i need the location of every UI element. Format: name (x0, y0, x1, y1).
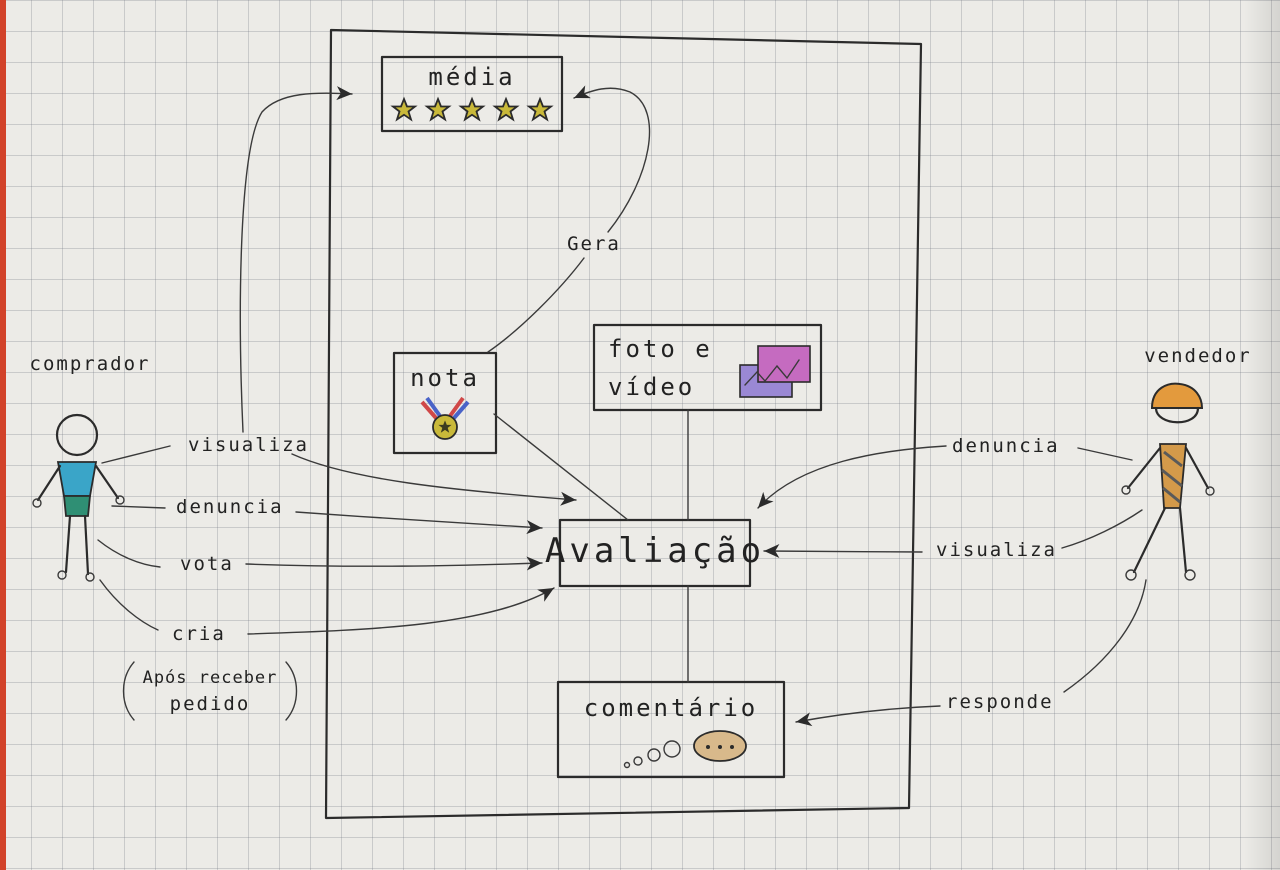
star-icon (392, 98, 416, 121)
gera-label: Gera (567, 233, 621, 255)
vendedor-responde-arrow (795, 705, 941, 727)
nota-label: nota (410, 364, 480, 392)
foto-video-box: foto e vídeo (592, 323, 823, 412)
media-box: média (380, 55, 564, 133)
media-gallery-icon (739, 345, 811, 398)
comprador-vota-arrow (245, 556, 543, 571)
note-line-2: pedido (170, 693, 251, 715)
paper-shadow-edge (1244, 0, 1280, 870)
vendedor-denuncia-label: denuncia (952, 435, 1060, 457)
nota-to-gera-line (487, 257, 585, 353)
star-icon (494, 98, 518, 121)
media-label: média (428, 63, 515, 91)
avaliacao-label: Avaliação (545, 531, 765, 571)
comprador-cria-arrow (247, 587, 555, 635)
speech-bubble-icon (623, 730, 747, 769)
avaliacao-box: Avaliação (545, 518, 765, 588)
foto-video-label-1: foto e (608, 335, 713, 363)
vendedor-denuncia-arrow (757, 445, 947, 509)
vendedor-visualiza-arrow (763, 544, 923, 559)
comprador-visualiza-label: visualiza (188, 434, 309, 456)
vendedor-visualiza-connector (1061, 509, 1143, 549)
comprador-cria-connector (99, 579, 159, 631)
vendedor-responde-connector (1063, 579, 1147, 693)
medal-icon (420, 396, 470, 440)
comprador-visualiza-avaliacao-arrow (291, 453, 577, 506)
comprador-vota-label: vota (180, 553, 234, 575)
star-icon (460, 98, 484, 121)
system-boundary (324, 28, 923, 820)
rating-stars (392, 98, 552, 121)
comentario-label: comentário (584, 694, 759, 722)
comentario-box: comentário (556, 680, 786, 779)
vendedor-denuncia-connector (1077, 447, 1133, 461)
vendedor-responde-label: responde (946, 691, 1054, 713)
comprador-visualiza-media-arrow (239, 86, 353, 433)
nota-box: nota (392, 351, 498, 455)
comprador-cria-note: Após receber pedido (122, 661, 298, 721)
gera-arrow (573, 85, 651, 233)
foto-video-label-2: vídeo (608, 373, 695, 401)
comprador-cria-label: cria (172, 623, 226, 645)
vendedor-visualiza-label: visualiza (936, 539, 1057, 561)
comprador-figure (32, 413, 125, 582)
nota-to-avaliacao-line (493, 413, 629, 521)
comprador-visualiza-connector (101, 445, 171, 464)
vendedor-label: vendedor (1144, 345, 1252, 367)
comprador-denuncia-label: denuncia (176, 496, 284, 518)
star-icon (528, 98, 552, 121)
comprador-label: comprador (30, 353, 151, 375)
comprador-vota-connector (97, 539, 161, 568)
notebook-cover-edge (0, 0, 6, 870)
comprador-denuncia-arrow (295, 511, 543, 535)
note-line-1: Após receber (143, 668, 278, 688)
vendedor-figure (1121, 382, 1215, 581)
star-icon (426, 98, 450, 121)
comprador-denuncia-connector (111, 505, 166, 509)
